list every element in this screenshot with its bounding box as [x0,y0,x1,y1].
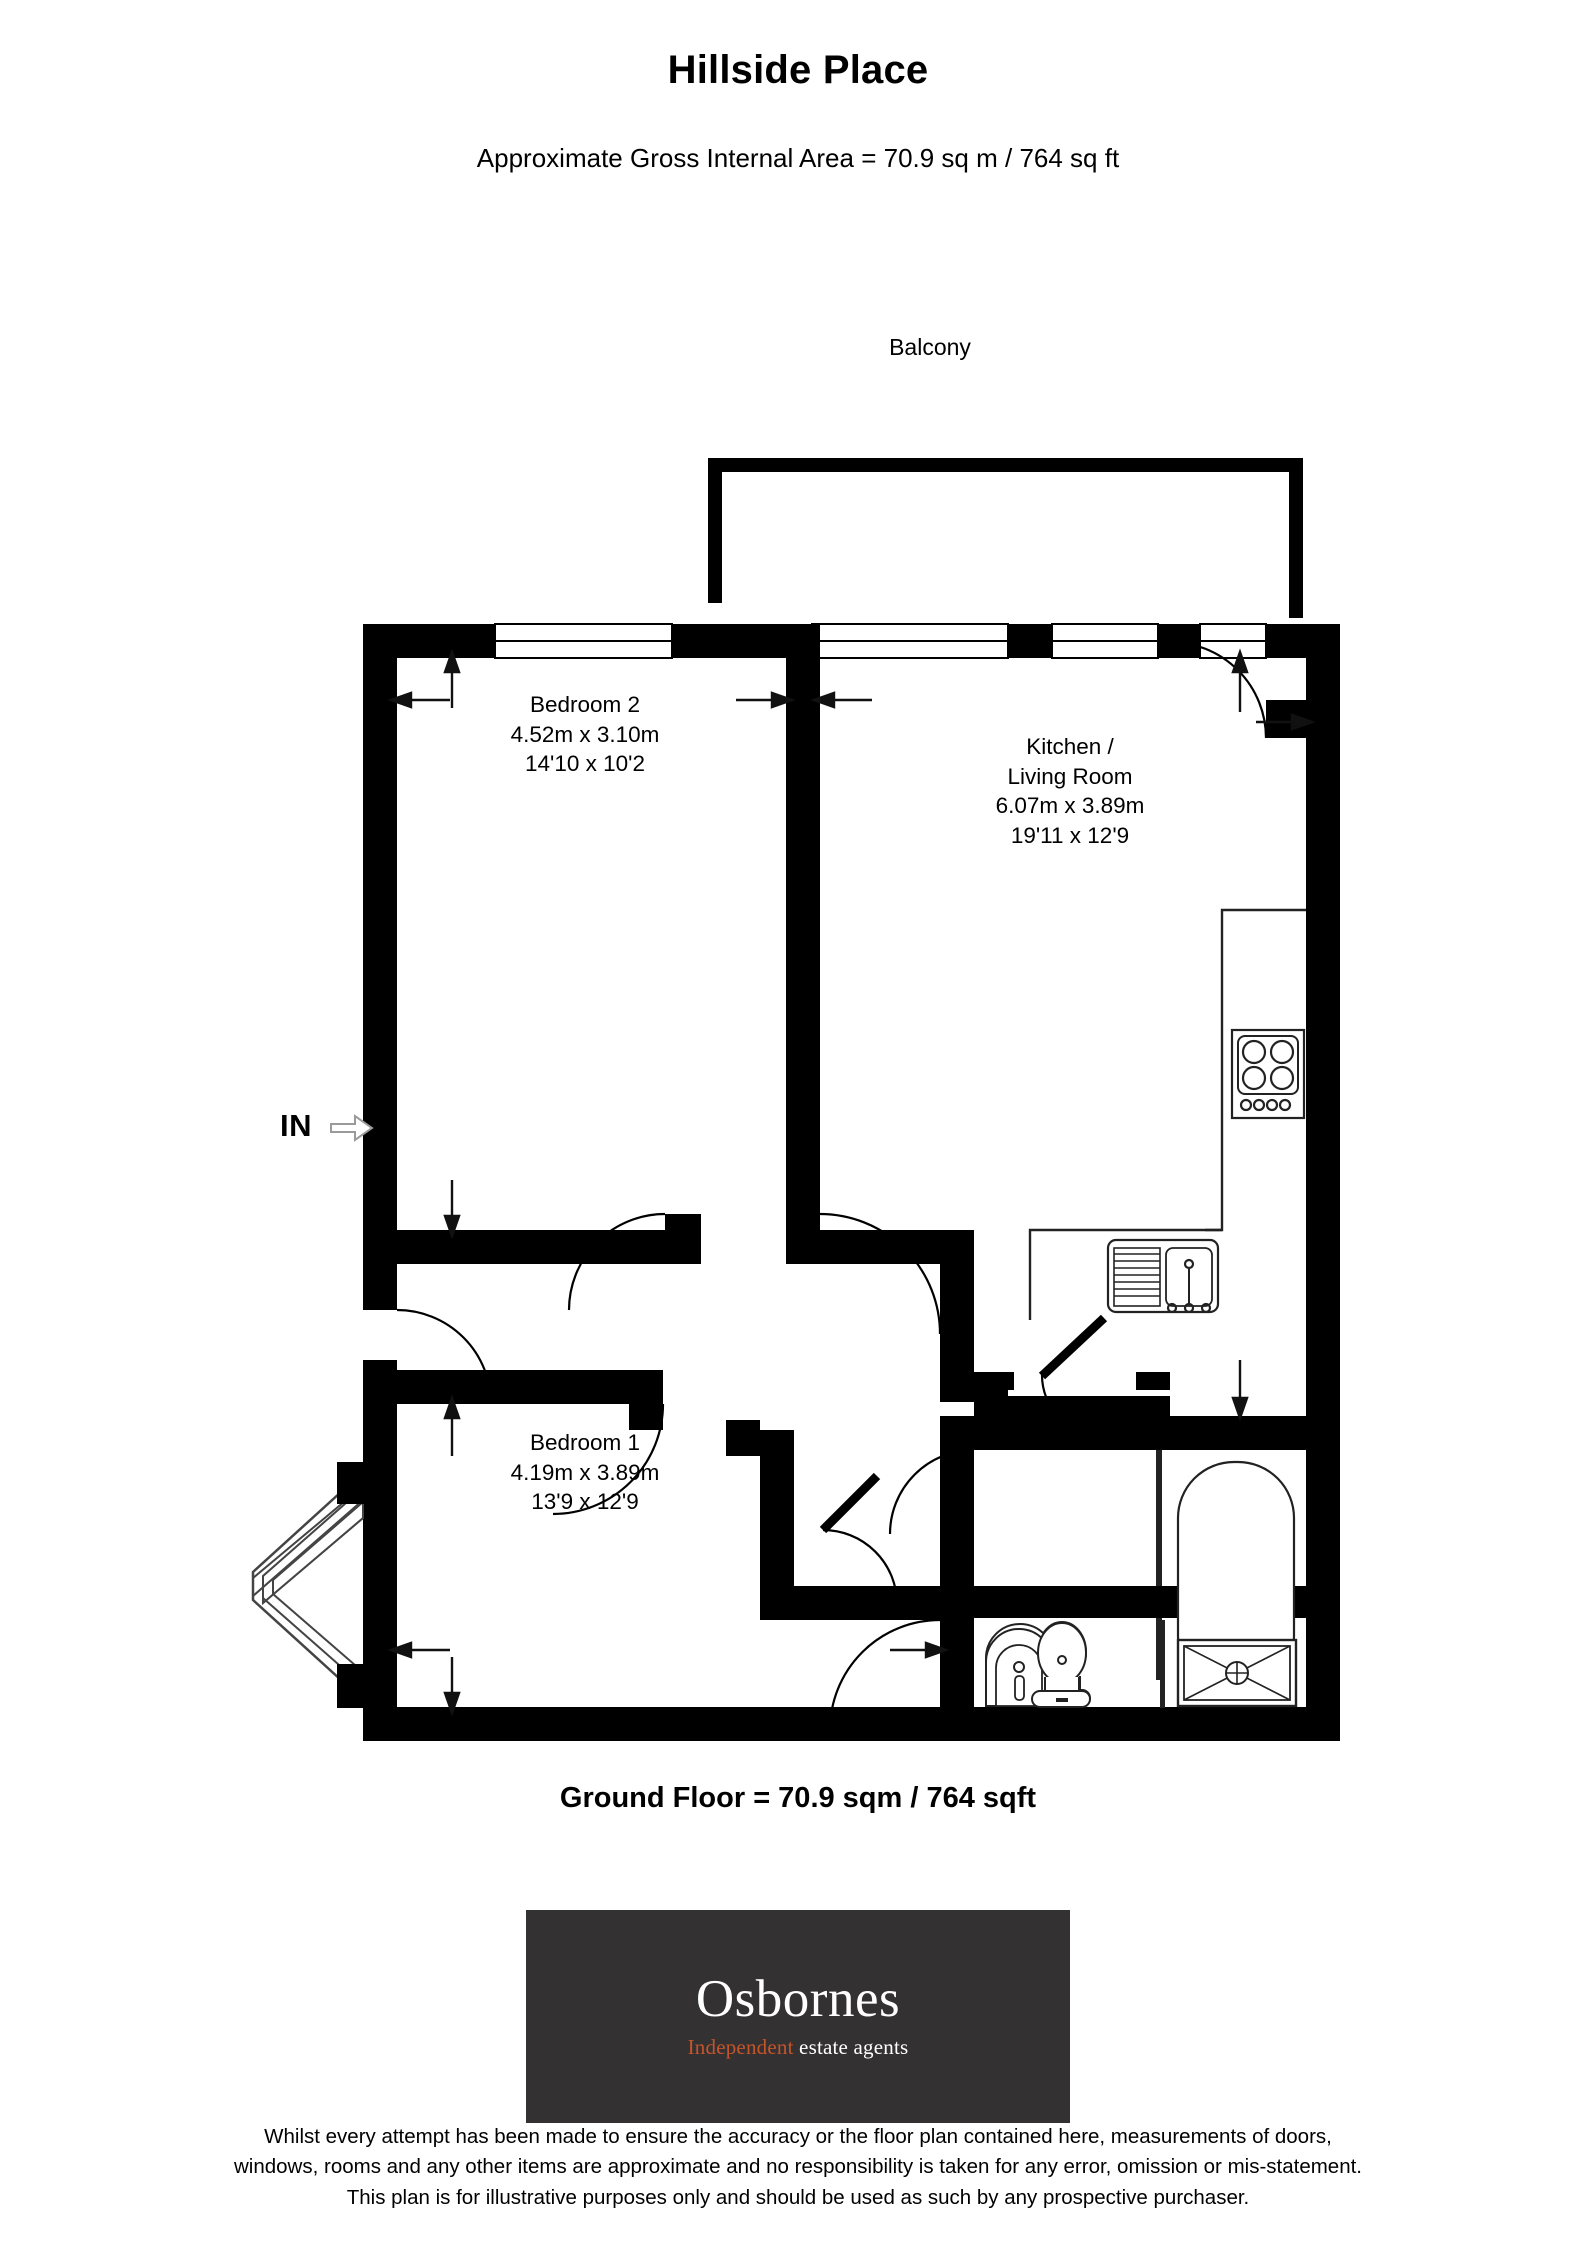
shower-room-fittings [985,1622,1091,1708]
room-label-bedroom-2: Bedroom 2 4.52m x 3.10m 14'10 x 10'2 [440,690,730,779]
room-imperial-kitchen: 19'11 x 12'9 [1010,823,1130,849]
window-group [494,623,1267,659]
shower-divider [1160,1620,1165,1708]
floorplan-drawing [0,200,1596,1760]
wc-door-jamb-a [974,1372,1014,1390]
bay-wall-top [337,1462,371,1504]
exterior-wall-left-upper [363,624,397,1264]
toilet-icon [1031,1622,1091,1708]
room-label-kitchen-living-room: Kitchen / Living Room 6.07m x 3.89m 19'1… [930,732,1210,851]
disclaimer-line-3: This plan is for illustrative purposes o… [346,2185,1250,2209]
page-title: Hillside Place [667,48,929,92]
entrance-marker: IN [280,1108,375,1144]
logo-wordmark: Osbornes [695,1970,901,2028]
exterior-wall-top-d [1158,624,1200,658]
room-imperial-bedroom-1: 13'9 x 12'9 [531,1489,639,1515]
sink-icon [1106,1238,1220,1314]
door-arc-kitchen [819,1212,942,1335]
shower-room-group [1160,1620,1165,1708]
gross-internal-area-subtitle: Approximate Gross Internal Area = 70.9 s… [476,143,1120,173]
washbasin-icon [985,1627,1053,1707]
disclaimer-line-1: Whilst every attempt has been made to en… [264,2125,1332,2148]
partition-store-bottom [760,1586,944,1620]
walls-group [251,458,1340,1741]
door-leaf-store [819,1472,881,1534]
balcony-wall-top [708,458,1303,472]
exterior-wall-left-entry-a [363,1264,397,1310]
logo-tagline-rest: estate agents [793,2035,909,2059]
door-arc-store [822,1528,899,1605]
balcony-wall-right [1289,458,1303,618]
bed1-door-jamb [629,1370,663,1430]
room-name-bedroom-2: Bedroom 2 [529,692,641,717]
partition-bed2-kitchen [786,624,820,1236]
entrance-label: IN [280,1108,312,1143]
shower-tray-assembly [1176,1638,1298,1708]
disclaimer: Whilst every attempt has been made to en… [0,2122,1596,2213]
balcony-wall-left [708,458,722,603]
partition-bed2-hall [363,1230,670,1264]
room-imperial-bedroom-2: 14'10 x 10'2 [525,751,645,777]
door-arc-bathroom [888,1448,975,1535]
partition-hall-bed1 [363,1370,653,1404]
door-arc-entrance [396,1308,493,1405]
hall-door-jamb-mid [786,1214,820,1264]
bathroom-wall-top [940,1416,1340,1450]
partition-hall-kitchen-vert [940,1230,974,1402]
bath-divider-line [1156,1450,1162,1680]
room-name-bedroom-1: Bedroom 1 [529,1430,641,1455]
room-name-kitchen-line-2: Living Room [1007,763,1133,789]
room-metric-bedroom-1: 4.19m x 3.89m [510,1459,660,1485]
logo-tagline: Independent estate agents [688,2035,909,2060]
arrow-right-outline-icon [330,1113,374,1142]
room-metric-bedroom-2: 4.52m x 3.10m [510,721,660,747]
room-metric-kitchen: 6.07m x 3.89m [995,793,1145,819]
door-leaf-wc [1038,1314,1108,1380]
door-arc-wc [1040,1374,1105,1439]
floorplan-svg-lower [985,1622,1091,1708]
door-arc-shower [828,1618,941,1731]
bay-window [251,1462,371,1708]
logo-tagline-accent: Independent [687,2035,794,2059]
exterior-wall-right [1306,700,1340,1741]
room-name-kitchen-line-1: Kitchen / [1026,734,1114,759]
osbornes-logo: Osbornes Independent estate agents [526,1910,1070,2123]
room-name-balcony: Balcony [889,334,971,360]
hob-icon [1230,1028,1306,1120]
door-swings-group [396,640,1268,1731]
hall-door-jamb-left [665,1214,701,1264]
ground-floor-total: Ground Floor = 70.9 sqm / 764 sqft [559,1782,1037,1814]
exterior-wall-top-c [1008,624,1052,658]
room-label-balcony: Balcony [830,332,1030,362]
partition-bath-left [940,1450,974,1620]
bay-wall-bottom [337,1664,371,1708]
room-label-bedroom-1: Bedroom 1 4.19m x 3.89m 13'9 x 12'9 [440,1428,730,1517]
kitchen-fittings-group [1028,908,1306,1320]
door-arc-bedroom2 [567,1212,666,1311]
exterior-wall-bottom [363,1707,1340,1741]
wc-door-jamb-b [1136,1372,1170,1390]
lower-wc-fittings [985,1622,1091,1708]
hall-cupboard-wall [726,1420,760,1456]
disclaimer-line-2: windows, rooms and any other items are a… [233,2155,1362,2179]
door-arc-bedroom1 [552,1403,665,1516]
dimension-arrows-group [387,648,1316,1717]
